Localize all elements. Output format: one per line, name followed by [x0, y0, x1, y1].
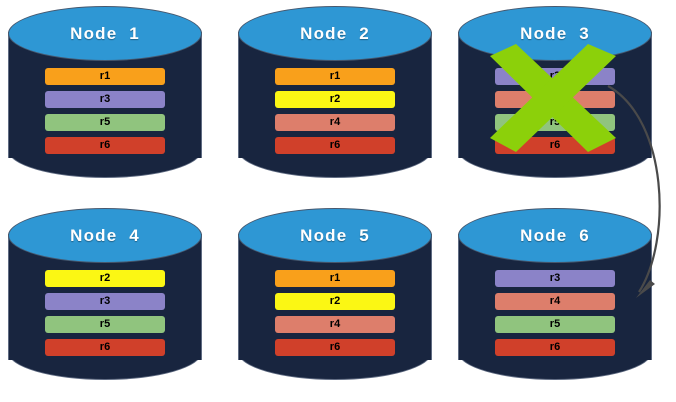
replica-r2[interactable]: r2	[275, 91, 395, 108]
replica-r6[interactable]: r6	[45, 339, 165, 356]
replica-r6[interactable]: r6	[45, 137, 165, 154]
replica-r3[interactable]: r3	[495, 68, 615, 85]
replica-r6[interactable]: r6	[495, 339, 615, 356]
replica-r4[interactable]: r4	[275, 316, 395, 333]
node-4-label: Node 4	[70, 225, 140, 245]
replica-r4[interactable]: r4	[495, 91, 615, 108]
node-6-label: Node 6	[520, 225, 590, 245]
cylinder-top	[8, 6, 202, 61]
node-1[interactable]: Node 1 r1 r3 r5 r6	[8, 6, 202, 184]
replica-list: r2 r3 r5 r6	[45, 270, 165, 356]
node-4[interactable]: Node 4 r2 r3 r5 r6	[8, 208, 202, 386]
node-1-label: Node 1	[70, 23, 140, 43]
replica-r5[interactable]: r5	[45, 316, 165, 333]
replica-r2[interactable]: r2	[45, 270, 165, 287]
node-2-label: Node 2	[300, 23, 370, 43]
node-3[interactable]: Node 3 r3 r4 r5 r6	[458, 6, 652, 184]
replica-r1[interactable]: r1	[45, 68, 165, 85]
replica-r3[interactable]: r3	[45, 293, 165, 310]
node-5-label: Node 5	[300, 225, 370, 245]
cylinder-top	[238, 208, 432, 263]
node-6[interactable]: Node 6 r3 r4 r5 r6	[458, 208, 652, 386]
replica-r6[interactable]: r6	[275, 137, 395, 154]
replica-r6[interactable]: r6	[275, 339, 395, 356]
replica-r6[interactable]: r6	[495, 137, 615, 154]
cylinder-top	[238, 6, 432, 61]
replica-r1[interactable]: r1	[275, 68, 395, 85]
replica-r2[interactable]: r2	[275, 293, 395, 310]
replica-r4[interactable]: r4	[275, 114, 395, 131]
replica-r3[interactable]: r3	[495, 270, 615, 287]
replica-r5[interactable]: r5	[45, 114, 165, 131]
replica-r5[interactable]: r5	[495, 316, 615, 333]
replica-list: r3 r4 r5 r6	[495, 270, 615, 356]
replica-r5[interactable]: r5	[495, 114, 615, 131]
replica-list: r3 r4 r5 r6	[495, 68, 615, 154]
node-2[interactable]: Node 2 r1 r2 r4 r6	[238, 6, 432, 184]
replica-list: r1 r2 r4 r6	[275, 270, 395, 356]
node-3-label: Node 3	[520, 23, 590, 43]
node-5[interactable]: Node 5 r1 r2 r4 r6	[238, 208, 432, 386]
cylinder-top	[8, 208, 202, 263]
replica-r3[interactable]: r3	[45, 91, 165, 108]
replica-list: r1 r2 r4 r6	[275, 68, 395, 154]
replica-r1[interactable]: r1	[275, 270, 395, 287]
replica-list: r1 r3 r5 r6	[45, 68, 165, 154]
replica-r4[interactable]: r4	[495, 293, 615, 310]
